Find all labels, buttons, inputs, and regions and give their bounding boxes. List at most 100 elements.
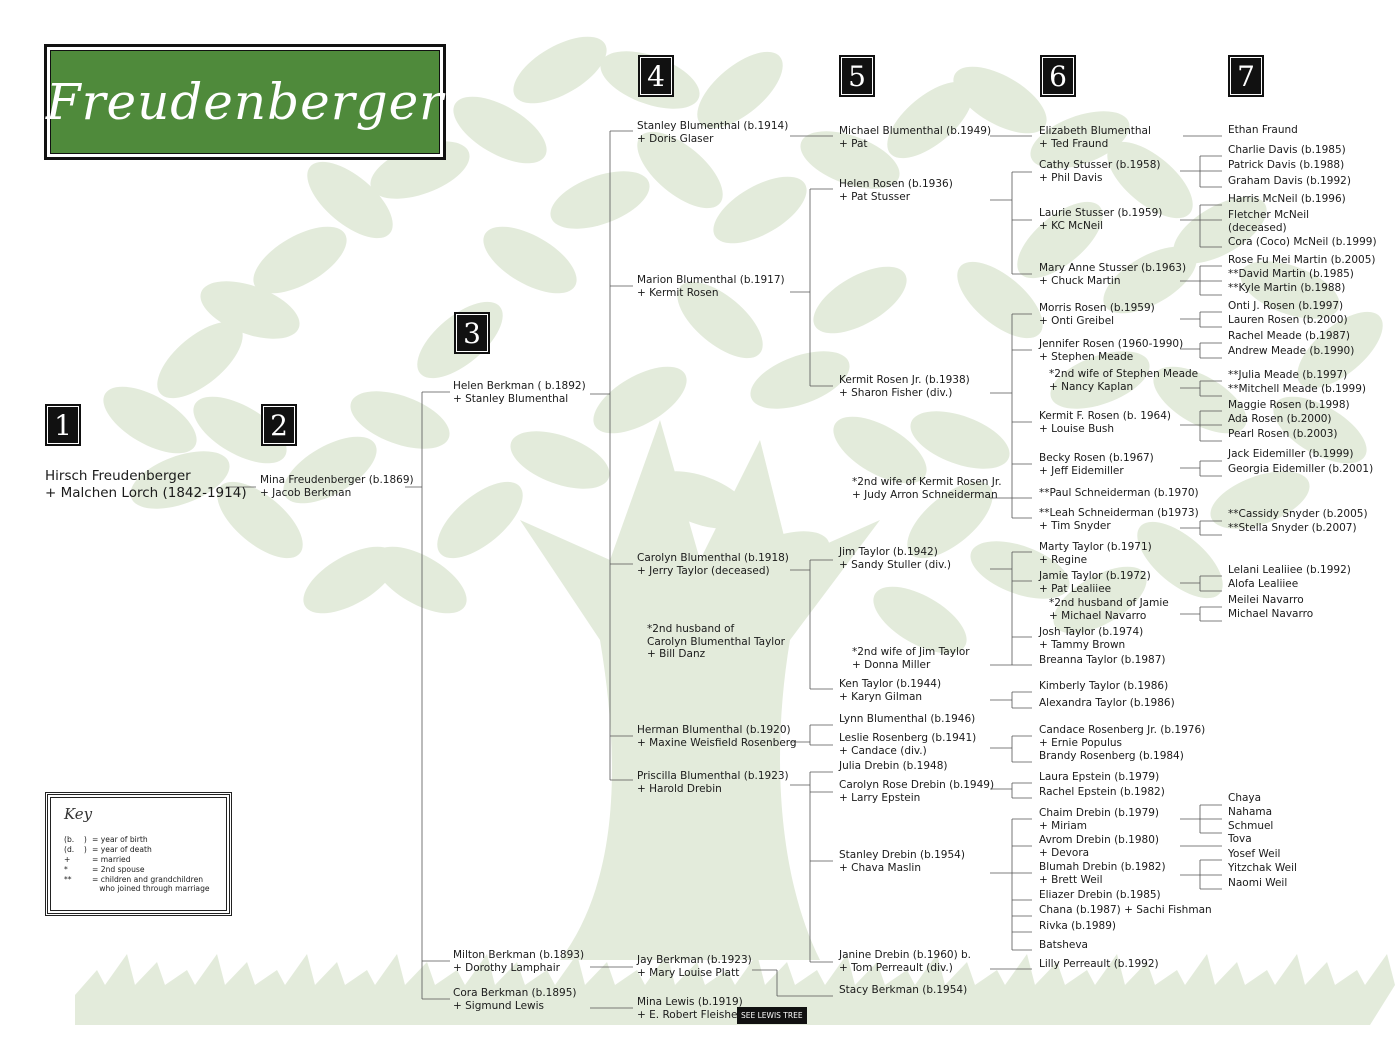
leaf-shape	[907, 481, 993, 559]
family-member: **Paul Schneiderman (b.1970)	[1039, 487, 1199, 499]
key-symbol: +	[64, 855, 71, 864]
family-member: Helen Rosen (b.1936) + Pat Stusser	[839, 178, 953, 203]
leaf-shape	[593, 366, 687, 434]
family-member: Lilly Perreault (b.1992)	[1039, 958, 1159, 970]
leaf-shape	[510, 431, 610, 489]
trunk-shape	[520, 420, 880, 960]
family-member: *2nd husband of Jamie + Michael Navarro	[1049, 597, 1169, 622]
family-member: Breanna Taylor (b.1987)	[1039, 654, 1166, 666]
family-member: Helen Berkman ( b.1892) + Stanley Blumen…	[453, 380, 586, 405]
leaf-shape	[483, 226, 577, 294]
leaf-shape	[750, 351, 850, 409]
family-member: Batsheva	[1039, 939, 1088, 951]
key-meaning: = married	[92, 855, 131, 864]
see-lewis-tree-label[interactable]: SEE LEWIS TREE	[737, 1007, 807, 1024]
family-member: Lauren Rosen (b.2000)	[1228, 314, 1348, 326]
generation-marker-3: 3	[454, 312, 490, 354]
leaf-shape	[833, 416, 927, 484]
key-symbol: (b. )	[64, 835, 87, 844]
family-member: Lelani Lealiiee (b.1992)	[1228, 564, 1351, 576]
leaf-shape	[437, 481, 523, 559]
family-member: Jack Eidemiller (b.1999)	[1228, 448, 1354, 460]
family-member: Cora (Coco) McNeil (b.1999)	[1228, 236, 1377, 248]
family-member: Carolyn Blumenthal (b.1918) + Jerry Tayl…	[637, 552, 789, 577]
family-member: **David Martin (b.1985)	[1228, 268, 1354, 280]
family-member: Elizabeth Blumenthal + Ted Fraund	[1039, 125, 1151, 150]
family-member: **Julia Meade (b.1997)	[1228, 369, 1348, 381]
family-member: Rachel Epstein (b.1982)	[1039, 786, 1165, 798]
family-member: Eliazer Drebin (b.1985)	[1039, 889, 1161, 901]
leaf-shape	[887, 81, 973, 159]
generation-marker-1: 1	[45, 404, 81, 446]
family-member: **Leah Schneiderman (b1973) + Tim Snyder	[1039, 507, 1199, 532]
family-member: Chaim Drebin (b.1979) + Miriam	[1039, 807, 1160, 832]
leaf-shape	[1153, 366, 1247, 434]
family-member: Meilei Navarro	[1228, 594, 1304, 606]
family-member: Josh Taylor (b.1974) + Tammy Brown	[1039, 626, 1144, 651]
family-member: Jamie Taylor (b.1972) + Pat Lealiiee	[1039, 570, 1151, 595]
leaf-shape	[1103, 246, 1197, 314]
family-member: Naomi Weil	[1228, 877, 1288, 889]
family-member: **Cassidy Snyder (b.2005)	[1228, 508, 1368, 520]
leaf-shape	[697, 51, 783, 129]
key-legend: Key (b. ) = year of birth (d. ) = year o…	[45, 792, 232, 916]
family-member: Maggie Rosen (b.1998)	[1228, 399, 1350, 411]
leaf-shape	[283, 436, 377, 504]
family-member: Fletcher McNeil (deceased)	[1228, 209, 1310, 234]
family-member: Becky Rosen (b.1967) + Jeff Eidemiller	[1039, 452, 1154, 477]
leaf-shape	[373, 546, 467, 614]
family-member: Rivka (b.1989)	[1039, 920, 1117, 932]
leaf-shape	[970, 541, 1070, 599]
family-member: Nahama	[1228, 806, 1273, 818]
leaf-shape	[217, 481, 303, 559]
leaf-shape	[453, 96, 547, 164]
leaf-shape	[713, 176, 807, 244]
family-member: *2nd wife of Stephen Meade + Nancy Kapla…	[1049, 368, 1199, 393]
family-member: Herman Blumenthal (b.1920) + Maxine Weis…	[637, 724, 797, 749]
family-member: *2nd wife of Jim Taylor + Donna Miller	[852, 646, 970, 671]
key-meaning: = year of birth	[92, 835, 148, 844]
leaf-shape	[307, 161, 393, 239]
family-member: Mary Anne Stusser (b.1963) + Chuck Marti…	[1039, 262, 1187, 287]
leaf-shape	[873, 586, 967, 654]
family-member: Georgia Eidemiller (b.2001)	[1228, 463, 1374, 475]
key-meaning: = 2nd spouse	[92, 865, 145, 874]
leaf-shape	[1297, 311, 1383, 389]
leaf-shape	[1030, 111, 1130, 169]
family-member: Schmuel	[1228, 820, 1274, 832]
family-member: Candace Rosenberg Jr. (b.1976) + Ernie P…	[1039, 724, 1206, 749]
key-heading: Key	[64, 805, 93, 823]
family-member: Brandy Rosenberg (b.1984)	[1039, 750, 1184, 762]
family-member: Blumah Drebin (b.1982) + Brett Weil	[1039, 861, 1166, 886]
leaf-shape	[1053, 566, 1147, 634]
family-member: Harris McNeil (b.1996)	[1228, 193, 1346, 205]
leaf-shape	[953, 66, 1047, 134]
family-member: Michael Navarro	[1228, 608, 1314, 620]
family-member: Stacy Berkman (b.1954)	[839, 984, 968, 996]
leaf-shape	[350, 391, 450, 449]
leaf-shape	[130, 451, 230, 509]
family-member: Ken Taylor (b.1944) + Karyn Gilman	[839, 678, 942, 703]
family-member: Rose Fu Mei Martin (b.2005)	[1228, 254, 1376, 266]
leaf-shape	[677, 281, 763, 359]
family-member: Kermit F. Rosen (b. 1964) + Louise Bush	[1039, 410, 1172, 435]
leaf-shape	[1017, 201, 1103, 279]
leaf-shape	[193, 396, 287, 464]
family-member: Yosef Weil	[1228, 848, 1281, 860]
leaf-shape	[1273, 396, 1367, 464]
leaf-shape	[1107, 141, 1193, 219]
family-member: Ada Rosen (b.2000)	[1228, 413, 1332, 425]
family-member: Lynn Blumenthal (b.1946)	[839, 713, 976, 725]
family-member: Jim Taylor (b.1942) + Sandy Stuller (div…	[839, 546, 952, 571]
family-member: Janine Drebin (b.1960) b. + Tom Perreaul…	[839, 949, 972, 974]
family-member: Kimberly Taylor (b.1986)	[1039, 680, 1169, 692]
family-member: Marty Taylor (b.1971) + Regine	[1039, 541, 1152, 566]
family-member: **Mitchell Meade (b.1999)	[1228, 383, 1366, 395]
leaf-shape	[253, 226, 347, 294]
leaf-shape	[1210, 471, 1310, 529]
family-member: Patrick Davis (b.1988)	[1228, 159, 1345, 171]
family-member: Hirsch Freudenberger + Malchen Lorch (18…	[45, 468, 247, 501]
family-member: Stanley Drebin (b.1954) + Chava Maslin	[839, 849, 965, 874]
family-member: Pearl Rosen (b.2003)	[1228, 428, 1338, 440]
